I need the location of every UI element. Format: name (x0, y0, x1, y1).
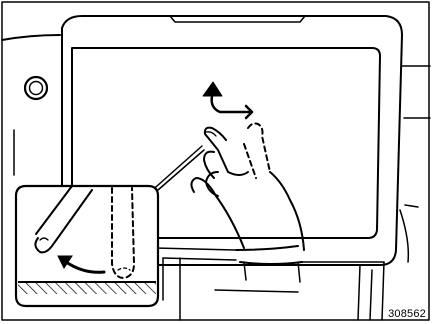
console-crossbar (155, 248, 384, 262)
callout-line-upper (148, 146, 202, 194)
figure-id-label: 308562 (388, 308, 426, 320)
console-bottom (215, 290, 298, 292)
surface-hatch (18, 282, 156, 294)
round-knob-inner (30, 82, 43, 95)
console-right (358, 262, 384, 320)
hand-illustration (191, 124, 304, 283)
swipe-arrow-head (203, 82, 222, 96)
swipe-flick-arrow-icon (212, 96, 252, 118)
dashboard-top-edge (2, 35, 60, 40)
round-knob-icon (25, 77, 47, 99)
right-panel-line-3 (400, 205, 418, 262)
detail-inset (16, 186, 158, 306)
callout-line-lower (158, 150, 204, 190)
